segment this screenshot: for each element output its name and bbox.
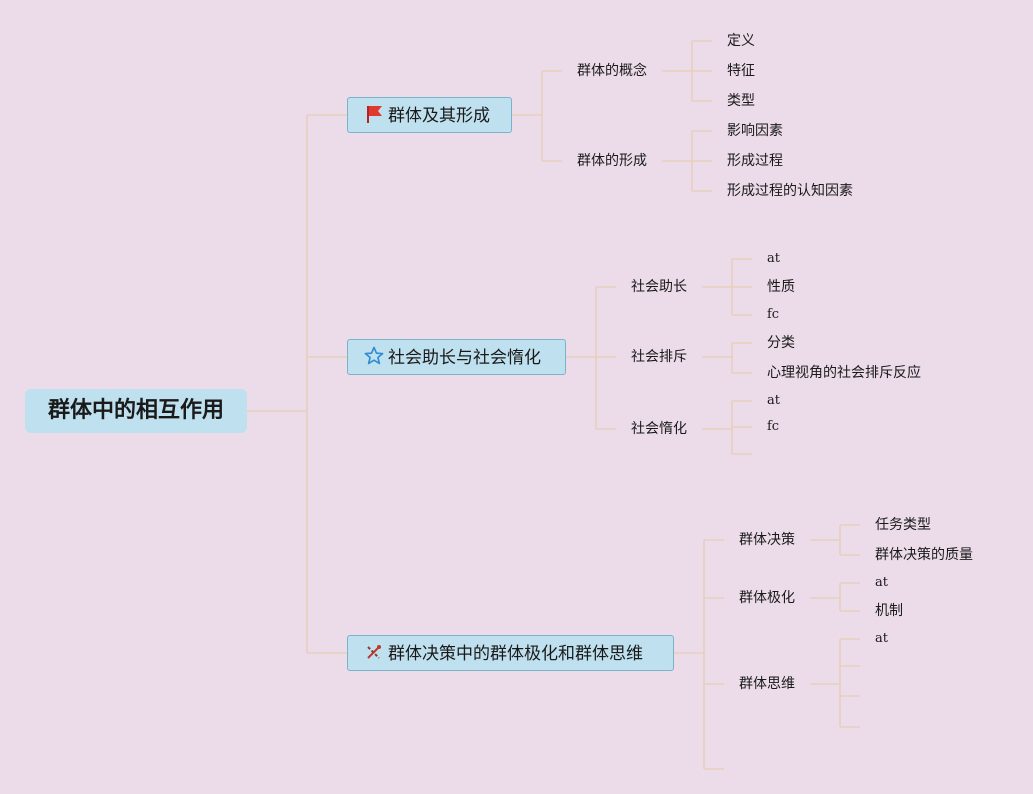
tools-icon <box>367 645 381 659</box>
leaf-topic[interactable]: 定义 <box>727 33 755 49</box>
subtopic-groupthink[interactable]: 群体思维 <box>739 676 795 692</box>
branch-group-decision[interactable]: 群体决策中的群体极化和群体思维 <box>347 635 674 671</box>
leaf-topic[interactable]: 分类 <box>767 335 795 351</box>
blue-star-icon <box>364 346 384 365</box>
branch-title: 群体决策中的群体极化和群体思维 <box>388 644 643 664</box>
subtopic-group-concept[interactable]: 群体的概念 <box>577 63 647 79</box>
leaf-topic[interactable]: 性质 <box>767 279 795 295</box>
leaf-topic[interactable]: at <box>767 251 780 266</box>
branch-social-facilitation[interactable]: 社会助长与社会惰化 <box>347 339 566 375</box>
leaf-topic[interactable]: at <box>875 575 888 590</box>
leaf-topic[interactable]: 影响因素 <box>727 123 783 139</box>
leaf-topic[interactable]: 类型 <box>727 93 755 109</box>
leaf-topic[interactable]: fc <box>767 419 780 434</box>
leaf-topic[interactable]: 特征 <box>727 63 755 79</box>
branch-title: 社会助长与社会惰化 <box>388 348 541 368</box>
leaf-topic[interactable]: 形成过程 <box>727 153 783 169</box>
leaf-topic[interactable]: fc <box>767 307 780 322</box>
subtopic-group-formation[interactable]: 群体的形成 <box>577 153 647 169</box>
branch-group-formation[interactable]: 群体及其形成 <box>347 97 512 133</box>
leaf-topic[interactable]: 任务类型 <box>875 517 931 533</box>
leaf-topic[interactable]: at <box>875 631 888 646</box>
leaf-topic[interactable]: 心理视角的社会排斥反应 <box>767 365 921 381</box>
leaf-topic[interactable]: 机制 <box>875 603 903 619</box>
leaf-topic[interactable]: at <box>767 393 780 408</box>
subtopic-social-exclusion[interactable]: 社会排斥 <box>631 349 687 365</box>
leaf-topic[interactable]: 形成过程的认知因素 <box>727 183 853 199</box>
red-flag-icon <box>367 106 382 123</box>
subtopic-group-polarization[interactable]: 群体极化 <box>739 590 795 606</box>
root-topic[interactable]: 群体中的相互作用 <box>25 389 247 433</box>
subtopic-group-decision[interactable]: 群体决策 <box>739 532 795 548</box>
subtopic-social-facilitation[interactable]: 社会助长 <box>631 279 687 295</box>
subtopic-social-loafing[interactable]: 社会惰化 <box>631 421 687 437</box>
leaf-topic[interactable]: 群体决策的质量 <box>875 547 973 563</box>
branch-title: 群体及其形成 <box>388 106 490 126</box>
